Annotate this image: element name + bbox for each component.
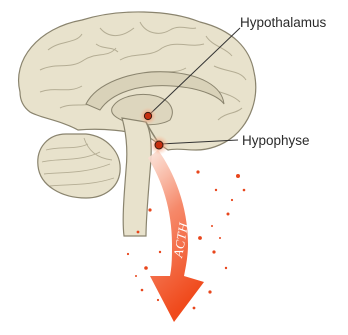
hypophyse-label: Hypophyse xyxy=(242,133,310,148)
cerebellum xyxy=(38,134,120,198)
hypophyse-marker-icon xyxy=(149,135,169,155)
hypothalamus-label: Hypothalamus xyxy=(240,15,327,30)
brainstem xyxy=(122,118,151,236)
hypothalamus-marker-icon xyxy=(139,107,157,125)
